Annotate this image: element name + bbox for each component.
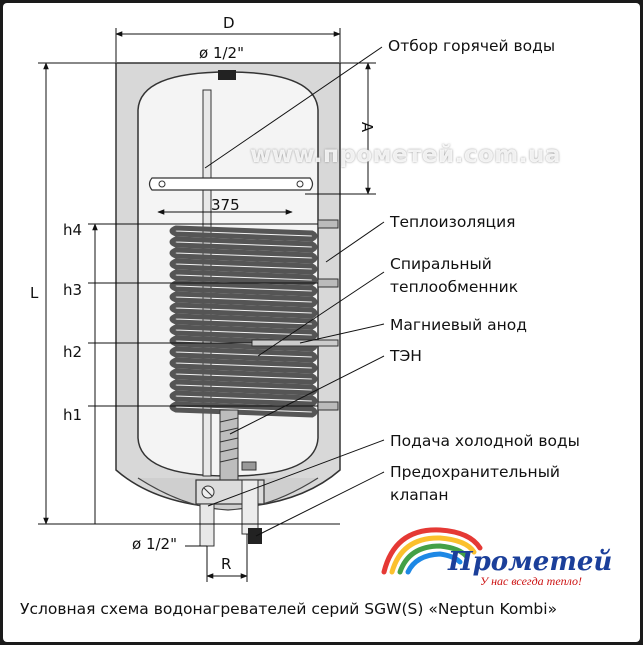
coil-turn: [169, 280, 318, 297]
callout-valve-line1: Предохранительный: [390, 463, 561, 481]
coil-turn: [169, 368, 318, 385]
coil-turn: [169, 247, 318, 264]
logo-rainbow: [381, 527, 483, 575]
callout-valve-line2: клапан: [390, 486, 449, 504]
callout-insulation: Теплоизоляция: [390, 213, 516, 231]
cold-water-pipe: [199, 503, 215, 547]
logo-name: Прометей: [448, 547, 613, 577]
dim-l-label: L: [30, 284, 39, 302]
callout-heater: ТЭН: [390, 347, 422, 365]
h2-label: h2: [63, 343, 83, 361]
coil-turn: [169, 346, 318, 363]
callout-anode: Магниевый анод: [390, 316, 527, 334]
magnesium-anode: [251, 339, 339, 347]
callout-coil-line2: теплообменник: [390, 278, 519, 296]
upper-bracket: [148, 177, 314, 191]
dim-r-label: R: [221, 555, 232, 573]
coil-turn: [169, 324, 318, 341]
bottom-pipe-size: ø 1/2": [132, 535, 177, 553]
logo-slogan: У нас всегда тепло!: [480, 574, 583, 588]
coil-turn: [169, 236, 318, 253]
top-outlet: [218, 70, 236, 80]
coil-turn: [169, 302, 318, 319]
coil-turn: [169, 291, 318, 308]
dim-d-label: D: [223, 14, 235, 32]
coil-turn: [169, 313, 318, 330]
diagram-caption: Условная схема водонагревателей серий SG…: [20, 600, 558, 618]
callout-cold-water: Подача холодной воды: [390, 432, 580, 450]
coil-turn: [169, 357, 318, 374]
watermark: www.прометей.com.ua: [250, 142, 561, 168]
h4-label: h4: [63, 221, 83, 239]
coil-turn: [169, 258, 318, 275]
dim-375-label: 375: [211, 196, 240, 214]
h1-label: h1: [63, 406, 83, 424]
coil-turn: [169, 225, 318, 242]
coil-turn: [169, 390, 318, 407]
h3-label: h3: [63, 281, 83, 299]
callout-hot-water: Отбор горячей воды: [388, 37, 556, 55]
callout-coil-line1: Спиральный: [390, 255, 492, 273]
dim-a-label: A: [358, 121, 377, 133]
top-pipe-size: ø 1/2": [199, 44, 244, 62]
